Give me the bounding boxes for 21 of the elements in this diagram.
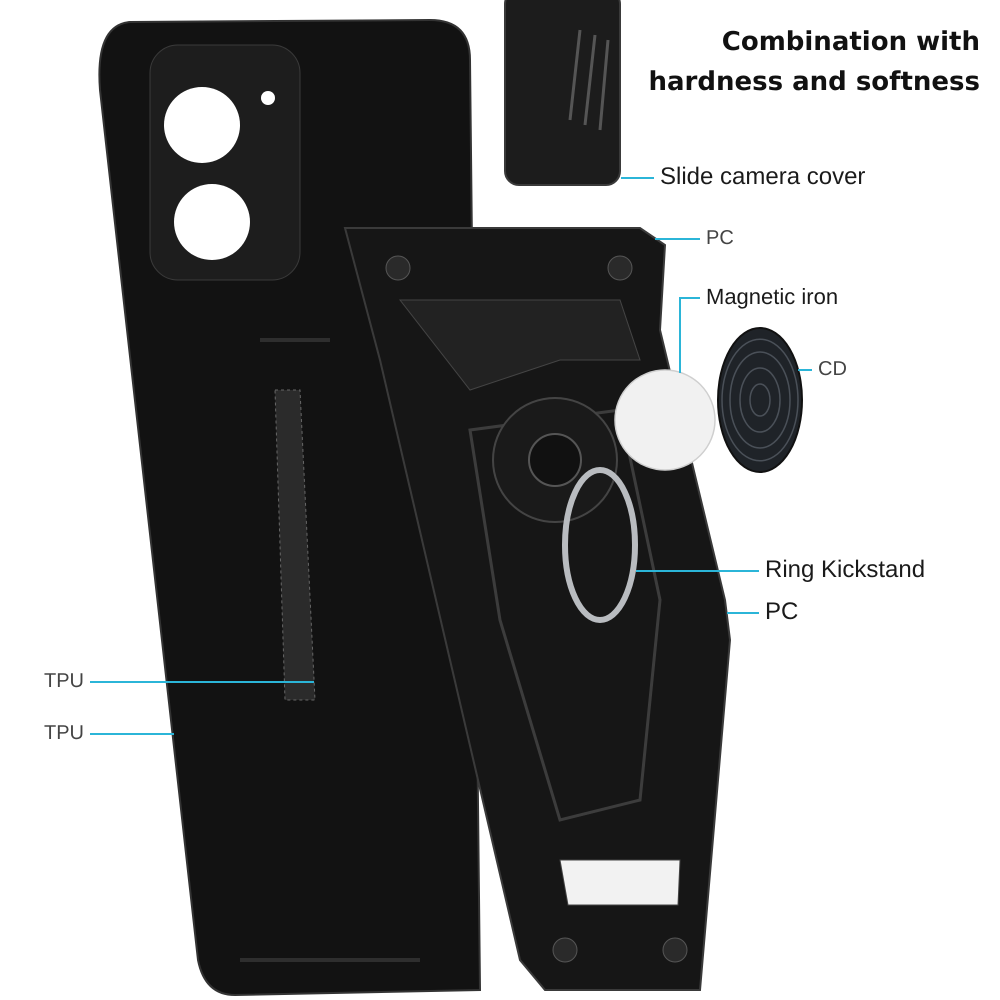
part-label: Slide camera cover [660, 165, 900, 189]
part-label: CD [818, 359, 858, 379]
leader-line [621, 177, 654, 179]
title: Combination with hardness and softness [647, 26, 980, 99]
leader-line [727, 612, 759, 614]
camera-cover-drawing [504, 0, 621, 186]
cd-disc-drawing [717, 327, 803, 473]
part-label: PC [765, 600, 805, 624]
part-label: Magnetic iron [706, 286, 876, 308]
leader-line [90, 733, 174, 735]
tpu-strip-drawing [274, 390, 316, 700]
leader-line [90, 681, 314, 683]
part-label: TPU [30, 723, 84, 743]
leader-line [679, 297, 700, 373]
leader-line [636, 570, 759, 572]
leader-line [655, 238, 700, 240]
part-label: TPU [30, 671, 84, 691]
part-label: Ring Kickstand [765, 558, 955, 582]
ring-kickstand-drawing [492, 397, 638, 623]
part-label: PC [706, 228, 746, 248]
leader-line [798, 369, 812, 371]
